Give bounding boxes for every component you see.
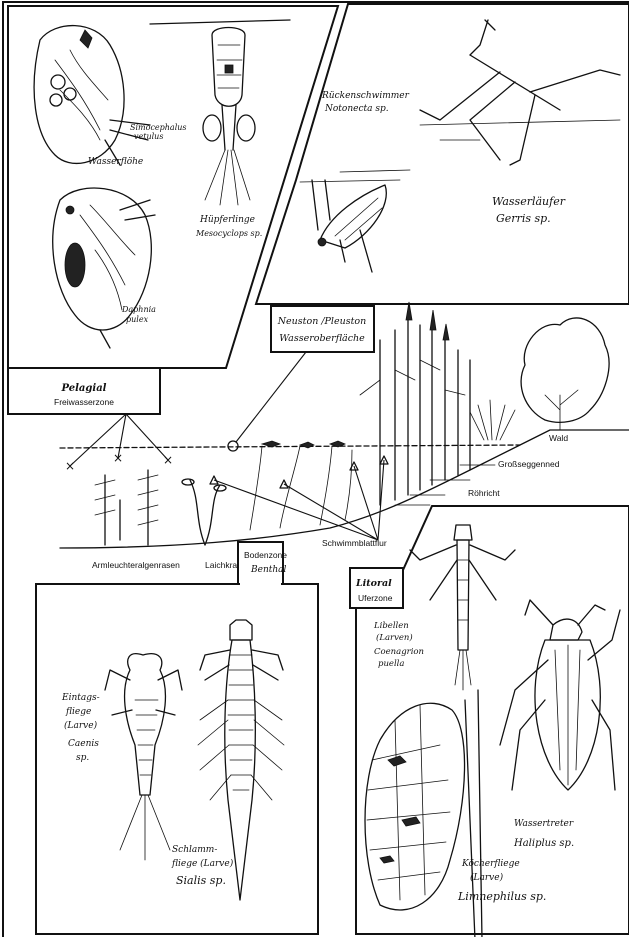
schlammfliege-label-1: Schlamm- [172,845,217,855]
pelagial-label-box: Pelagial Freiwasserzone [8,368,160,414]
libellen-label-2: (Larven) [376,632,413,643]
koecherfliege-label-3: Limnephilus sp. [457,890,546,903]
eintagsfliege-label-1: Eintags- [61,693,100,703]
neuston-line-1: Neuston /Pleuston [277,316,367,327]
litoral-subtitle: Uferzone [358,593,393,603]
wasserlaeufer-label-2: Gerris sp. [496,212,551,225]
koecherfliege-label-1: Köcherfliege [461,859,520,869]
habitat-wald: Wald [549,433,568,443]
eintagsfliege-label-3: (Larve) [64,720,98,731]
schlammfliege-label-3: Sialis sp. [176,874,226,887]
benthal-panel: Bodenzone Benthal Eintags- fliege (Larve… [36,542,318,934]
libellen-label-4: puella [378,659,404,669]
rueckenschwimmer-label-1: Rückenschwimmer [321,91,410,101]
neuston-label-box: Neuston /Pleuston Wasseroberfläche [271,306,374,352]
litoral-panel: Litoral Uferzone Libellen (Larven) Coena… [350,506,629,937]
libellen-label-1: Libellen [373,621,409,631]
daphnia-label-1: Daphnia [121,305,156,314]
huepferlinge-label-1: Hüpferlinge [199,215,255,225]
eintagsfliege-label-5: sp. [76,753,89,763]
daphnia-label-2: pulex [126,315,149,324]
benthal-subtitle: Benthal [250,565,287,575]
habitat-roehricht: Röhricht [468,488,500,498]
svg-text:×: × [113,451,123,465]
huepferlinge-label-2: Mesocyclops sp. [195,229,262,238]
schlammfliege-label-2: fliege (Larve) [171,858,234,869]
pelagial-subtitle: Freiwasserzone [54,397,114,407]
wassertreter-label-1: Wassertreter [514,819,574,829]
eintagsfliege-label-4: Caenis [68,739,99,749]
eintagsfliege-label-2: fliege [65,707,91,717]
libellen-label-3: Coenagrion [374,647,424,657]
pelagial-title: Pelagial [61,383,107,394]
simocephalus-label-1: Simocephalus [130,123,187,132]
habitat-armleuchteralgenrasen: Armleuchteralgenrasen [92,560,180,570]
benthal-title: Bodenzone [244,550,287,560]
rueckenschwimmer-label-2: Notonecta sp. [324,104,389,114]
litoral-title: Litoral [355,578,392,589]
habitat-grosseggenned: Großseggenned [498,459,560,469]
svg-text:×: × [163,453,173,467]
svg-text:×: × [65,459,75,473]
wasserlaeufer-label-1: Wasserläufer [492,195,566,208]
habitat-schwimmblattflur: Schwimmblattflur [322,538,387,548]
wassertreter-label-2: Haliplus sp. [513,838,574,849]
koecherfliege-label-2: (Larve) [470,872,504,883]
neuston-line-2: Wasseroberfläche [279,333,365,344]
wasserfloehe-label: Wasserflöhe [88,157,143,167]
simocephalus-label-2: vetulus [134,132,163,141]
